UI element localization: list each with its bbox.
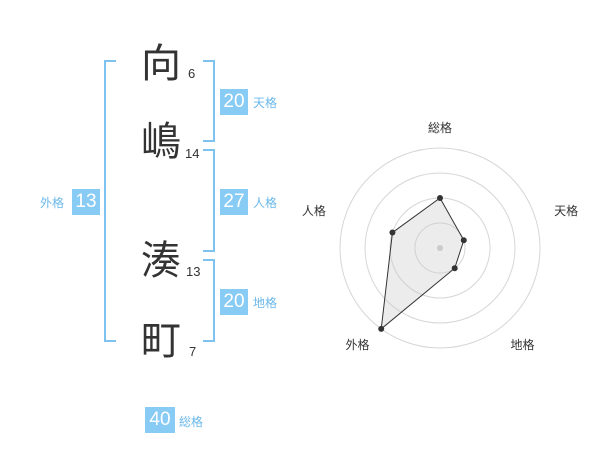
name-char-3: 湊: [141, 238, 181, 284]
stroke-count-3: 13: [186, 264, 201, 279]
chikaku-label: 地格: [253, 296, 278, 310]
name-char-1: 向: [141, 41, 181, 87]
radar-center-dot: [437, 245, 443, 251]
name-char-2: 嶋: [141, 119, 181, 165]
radar-ring: [414, 222, 466, 274]
name-char-4: 町: [141, 318, 181, 364]
radar-point-4: [378, 325, 385, 332]
tenkaku-bracket: [203, 60, 215, 142]
gaikaku-bracket: [104, 60, 116, 342]
radar-series-polygon: [380, 197, 465, 331]
radar-point-2: [460, 237, 467, 244]
radar-point-3: [451, 265, 458, 272]
gaikaku-value: 13: [72, 189, 100, 215]
stroke-count-1: 6: [188, 66, 196, 81]
radar-point-5: [389, 229, 396, 236]
jinkaku-bracket: [203, 149, 215, 252]
radar-axis-label-2: 天格: [554, 203, 578, 218]
chikaku-bracket: [203, 259, 215, 342]
gaikaku-label: 外格: [40, 196, 65, 210]
jinkaku-value: 27: [220, 189, 248, 215]
soukaku-label: 総格: [179, 415, 204, 429]
tenkaku-value: 20: [220, 89, 248, 115]
chikaku-value: 20: [220, 289, 248, 315]
stroke-count-4: 7: [189, 344, 197, 359]
radar-axis-label-3: 地格: [511, 337, 535, 352]
radar-ring: [339, 147, 541, 349]
radar-point-1: [437, 195, 443, 201]
radar-axis-label-1: 総格: [428, 120, 452, 135]
radar-axis-label-5: 人格: [302, 203, 326, 218]
radar-ring: [364, 172, 516, 324]
stroke-count-2: 14: [185, 146, 200, 161]
jinkaku-label: 人格: [253, 196, 278, 210]
radar-axis-label-4: 外格: [345, 337, 369, 352]
soukaku-value: 40: [145, 407, 175, 433]
tenkaku-label: 天格: [253, 96, 278, 110]
